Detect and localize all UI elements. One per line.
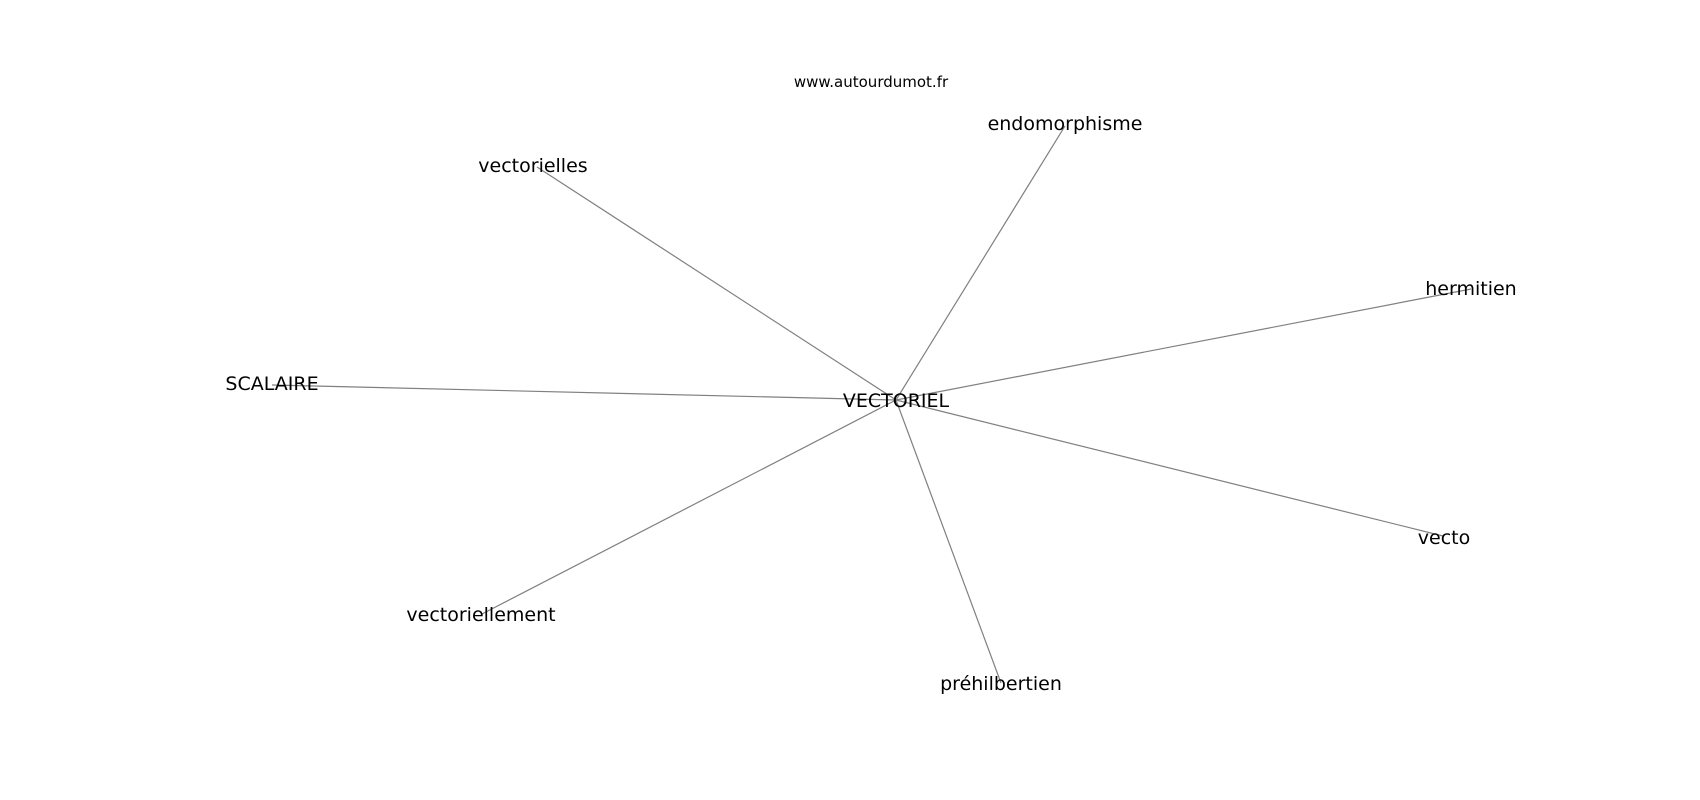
node-vecto[interactable]: vecto xyxy=(1418,527,1470,549)
node-center-vectoriel[interactable]: VECTORIEL xyxy=(843,390,950,412)
node-vectoriellement[interactable]: vectoriellement xyxy=(406,604,555,626)
labels-group: www.autourdumot.fr VECTORIEL endomorphis… xyxy=(225,73,1516,695)
edge-vectoriellement xyxy=(481,399,897,615)
node-hermitien[interactable]: hermitien xyxy=(1425,278,1516,300)
node-vectorielles[interactable]: vectorielles xyxy=(478,155,587,177)
edge-endomorphisme xyxy=(895,125,1066,401)
edge-hermitien xyxy=(895,288,1472,401)
edge-vecto xyxy=(895,399,1444,537)
edges-group xyxy=(271,125,1472,684)
watermark-text[interactable]: www.autourdumot.fr xyxy=(794,73,949,91)
edge-scalaire xyxy=(271,384,897,401)
node-endomorphisme[interactable]: endomorphisme xyxy=(988,113,1143,135)
edge-prehilbertien xyxy=(895,399,1002,684)
edge-vectorielles xyxy=(536,166,897,401)
node-scalaire[interactable]: SCALAIRE xyxy=(225,373,318,395)
node-prehilbertien[interactable]: préhilbertien xyxy=(940,673,1062,695)
